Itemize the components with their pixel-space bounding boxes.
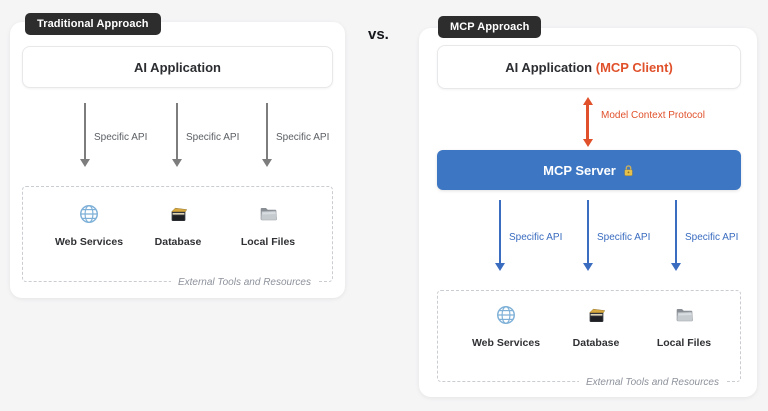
mcp-api-label-2: Specific API <box>597 232 651 243</box>
folder-icon <box>260 207 277 221</box>
mcp-panel: AI Application (MCP Client) Model Contex… <box>419 28 757 397</box>
mcp-client-label: (MCP Client) <box>595 59 673 75</box>
traditional-external-tools-box: Web Services Database Local Files Extern… <box>22 186 333 288</box>
mcp-approach-badge: MCP Approach <box>438 16 542 38</box>
mcp-tool-database: Database <box>546 304 646 349</box>
folder-icon <box>676 308 693 322</box>
mcp-ai-application-label: AI Application <box>505 59 593 75</box>
traditional-api-arrow-3 <box>266 103 268 160</box>
web-services-label: Web Services <box>471 337 541 349</box>
local-files-label: Local Files <box>656 337 712 349</box>
local-files-label: Local Files <box>240 236 296 248</box>
vs-label: vs. <box>368 26 389 43</box>
lock-icon <box>624 164 633 176</box>
database-label: Database <box>154 236 202 248</box>
traditional-tools-caption: External Tools and Resources <box>170 277 318 288</box>
card-file-box-icon <box>588 308 605 322</box>
traditional-approach-badge: Traditional Approach <box>25 13 161 35</box>
mcp-api-arrow-2 <box>587 200 589 264</box>
mcp-tool-local-files: Local Files <box>634 304 734 349</box>
mcp-api-label-1: Specific API <box>509 232 563 243</box>
mcp-server-box: MCP Server <box>437 150 741 190</box>
traditional-tool-local-files: Local Files <box>218 203 318 248</box>
traditional-api-label-3: Specific API <box>276 132 330 143</box>
model-context-protocol-label: Model Context Protocol <box>601 110 705 121</box>
mcp-api-arrow-1 <box>499 200 501 264</box>
traditional-api-arrow-1 <box>84 103 86 160</box>
traditional-ai-application-box: AI Application <box>22 46 333 88</box>
traditional-tool-web-services: Web Services <box>39 203 139 248</box>
database-label: Database <box>572 337 620 349</box>
web-services-label: Web Services <box>54 236 124 248</box>
globe-icon <box>80 205 98 223</box>
mcp-api-arrow-3 <box>675 200 677 264</box>
model-context-protocol-arrow <box>586 105 589 139</box>
traditional-ai-application-label: AI Application <box>134 59 221 75</box>
traditional-api-label-2: Specific API <box>186 132 240 143</box>
card-file-box-icon <box>170 207 187 221</box>
mcp-tools-caption: External Tools and Resources <box>578 377 726 388</box>
mcp-tool-web-services: Web Services <box>456 304 556 349</box>
traditional-panel: AI Application Specific API Specific API… <box>10 22 345 298</box>
traditional-api-arrow-2 <box>176 103 178 160</box>
globe-icon <box>497 306 515 324</box>
traditional-tool-database: Database <box>128 203 228 248</box>
mcp-ai-application-box: AI Application (MCP Client) <box>437 45 741 89</box>
mcp-external-tools-box: Web Services Database Local Files Extern… <box>437 290 741 388</box>
traditional-api-label-1: Specific API <box>94 132 148 143</box>
mcp-api-label-3: Specific API <box>685 232 739 243</box>
mcp-server-label: MCP Server <box>543 162 616 178</box>
